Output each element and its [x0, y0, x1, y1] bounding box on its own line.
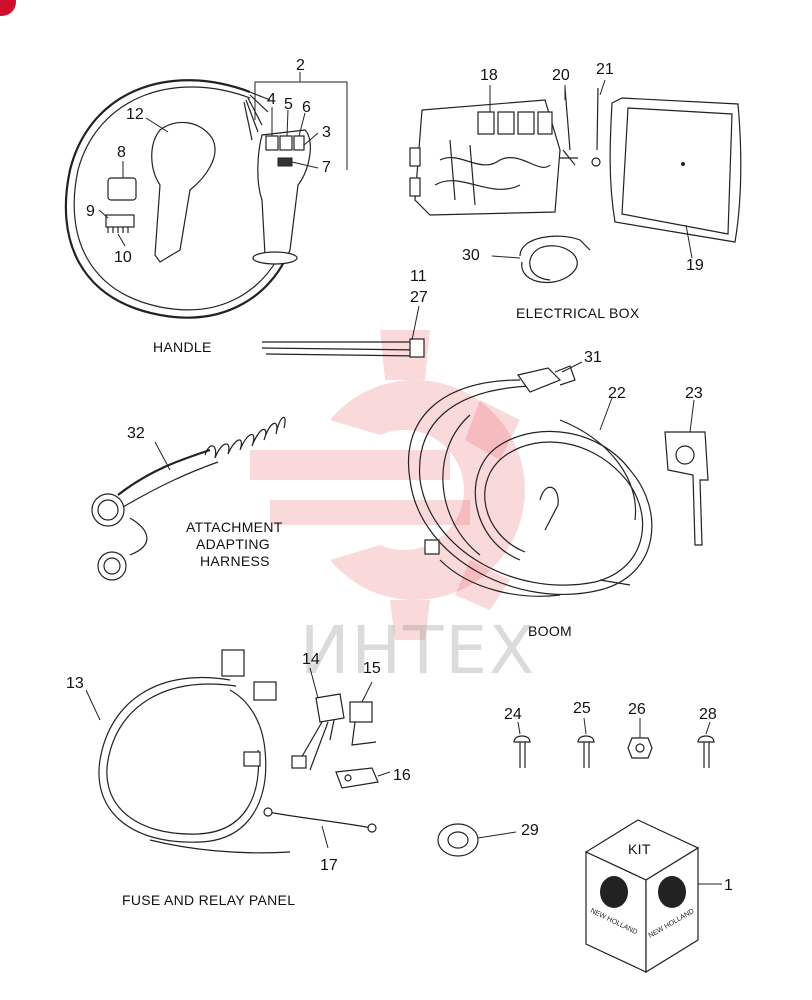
section-boom: BOOM [528, 623, 572, 639]
callout-10: 10 [114, 249, 132, 266]
harness-connector [91, 493, 125, 527]
relay-part [349, 701, 373, 723]
fuse-relay-panel-assembly [85, 649, 391, 854]
callout-29: 29 [521, 822, 539, 839]
section-attachment-line1: ATTACHMENT [186, 519, 283, 535]
callout-21: 21 [596, 61, 614, 78]
box-connector-2 [409, 177, 421, 197]
kit-box [584, 819, 722, 974]
callout-4: 4 [267, 91, 276, 108]
box-cover-part [609, 97, 742, 243]
switch-4 [265, 135, 279, 151]
part-21-washer [591, 157, 601, 167]
panel-connector-2 [253, 681, 277, 701]
callout-26: 26 [628, 701, 646, 718]
section-attachment-line2: ADAPTING [196, 536, 270, 552]
joystick-base-ring [252, 251, 298, 265]
callout-17: 17 [320, 857, 338, 874]
panel-tag [243, 751, 261, 767]
fasteners [437, 717, 715, 857]
grommet-29 [437, 823, 479, 857]
nut-26 [627, 737, 653, 759]
callout-13: 13 [66, 675, 84, 692]
corner-marker [0, 0, 16, 16]
watermark-text: ИНТЕХ [300, 612, 536, 689]
bracket-part [664, 431, 709, 546]
switch-7 [277, 157, 293, 167]
callout-12: 12 [126, 106, 144, 123]
cover-hole [681, 162, 685, 166]
section-fuse-relay: FUSE AND RELAY PANEL [122, 892, 295, 908]
callout-16: 16 [393, 767, 411, 784]
callout-31: 31 [584, 349, 602, 366]
section-handle: HANDLE [153, 339, 212, 355]
callout-8: 8 [117, 144, 126, 161]
callout-7: 7 [322, 159, 331, 176]
handle-assembly [64, 72, 348, 319]
section-electrical-box: ELECTRICAL BOX [516, 305, 640, 321]
callout-32: 32 [127, 425, 145, 442]
callout-24: 24 [504, 706, 522, 723]
grip-shell-part [151, 121, 216, 263]
callout-20: 20 [552, 67, 570, 84]
watermark-logo [250, 330, 525, 640]
part-9-shape [105, 214, 135, 228]
brand-logo-right [658, 876, 686, 908]
callout-30: 30 [462, 247, 480, 264]
callout-3: 3 [322, 124, 331, 141]
section-attachment-line3: HARNESS [200, 553, 270, 569]
callout-27-28: 28 [699, 706, 717, 723]
attachment-harness-assembly [91, 416, 286, 581]
boom-connector [516, 367, 562, 393]
kit-box-right [645, 846, 699, 974]
fuse-holder-terminal [291, 755, 307, 769]
bolt-24 [513, 735, 531, 743]
part-8-shape [107, 177, 137, 201]
relay-3 [517, 111, 535, 135]
callout-11: 11 [410, 268, 427, 285]
callout-27: 27 [410, 289, 428, 306]
strap-eye-1 [263, 807, 273, 817]
tie-head [409, 338, 425, 358]
box-connector-1 [409, 147, 421, 167]
callout-23: 23 [685, 385, 703, 402]
cable-ties [261, 305, 425, 358]
brand-logo-left [600, 876, 628, 908]
callout-19: 19 [686, 257, 704, 274]
harness-dust-cap [97, 551, 127, 581]
callout-22: 22 [608, 385, 626, 402]
boom-harness-assembly [408, 361, 709, 597]
boom-plug [424, 539, 440, 555]
callout-14: 14 [302, 651, 320, 668]
part-16-shape [335, 767, 379, 789]
callout-1: 1 [724, 877, 733, 894]
fuse-holder-part [315, 693, 345, 723]
relay-1 [477, 111, 495, 135]
callout-25: 25 [573, 700, 591, 717]
relay-4 [537, 111, 553, 135]
callout-9: 9 [86, 203, 95, 220]
strap-eye-2 [367, 823, 377, 833]
callout-18: 18 [480, 67, 498, 84]
electrical-box-assembly [409, 79, 742, 284]
bolt-25 [577, 735, 595, 743]
relay-2 [497, 111, 515, 135]
callout-5: 5 [284, 96, 293, 113]
callout-2: 2 [296, 57, 305, 74]
switch-6 [293, 135, 305, 151]
switch-5 [279, 135, 293, 151]
kit-label: KIT [628, 841, 651, 857]
callout-15: 15 [363, 660, 381, 677]
callout-6: 6 [302, 99, 311, 116]
panel-connector-1 [221, 649, 245, 677]
bolt-28 [697, 735, 715, 743]
